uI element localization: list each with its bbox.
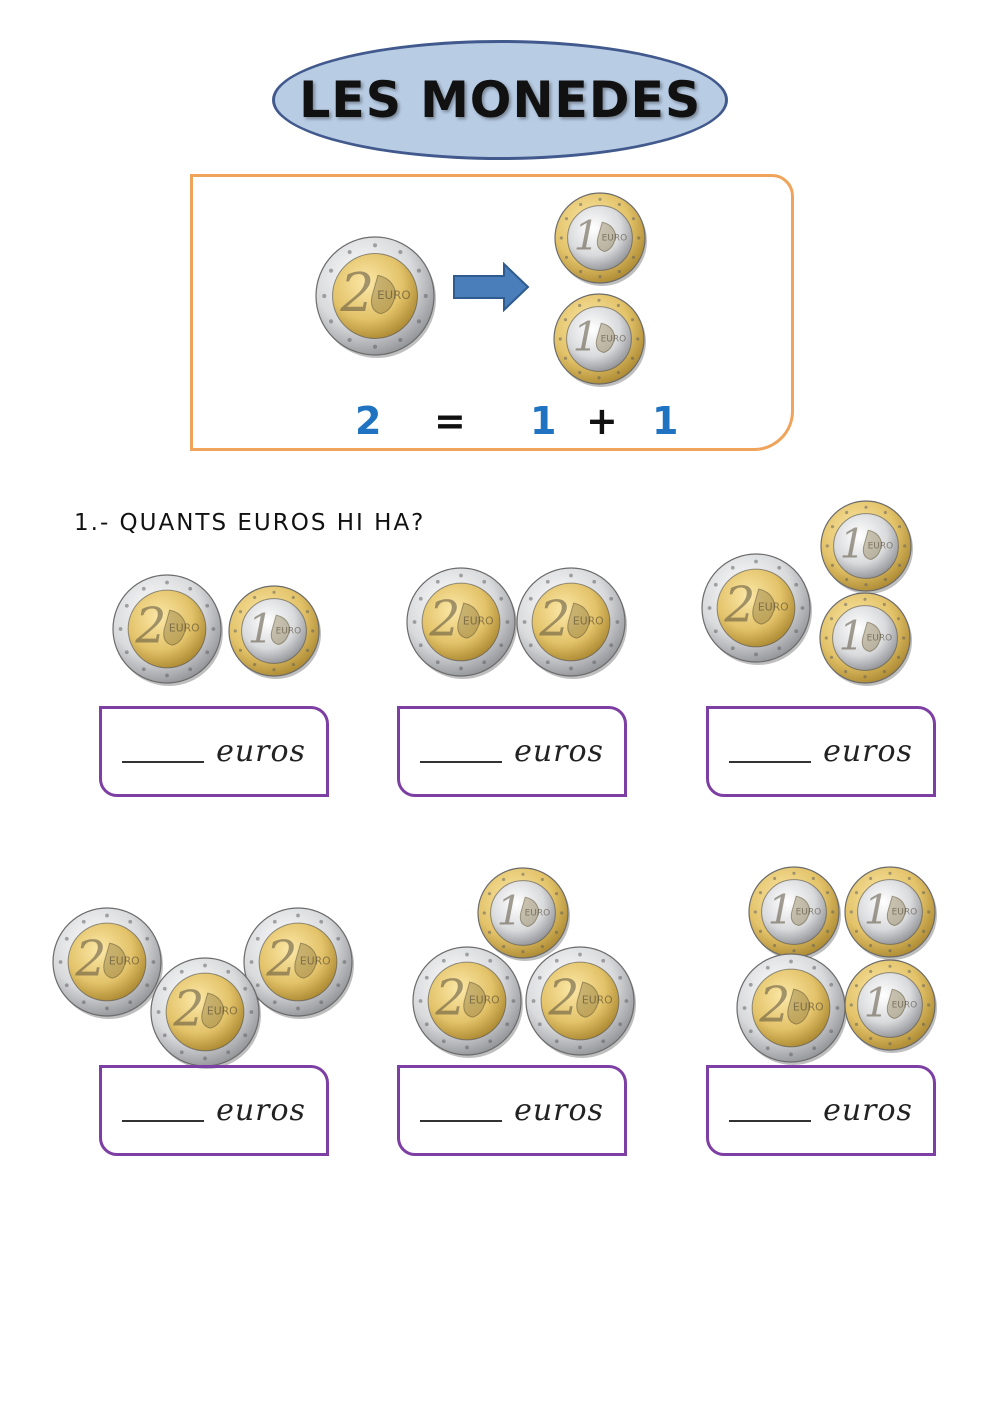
answer-unit-label: euros bbox=[216, 1093, 306, 1128]
svg-text:2: 2 bbox=[428, 592, 460, 648]
svg-text:1: 1 bbox=[768, 885, 794, 933]
answer-box-6[interactable]: euros bbox=[706, 1065, 936, 1156]
svg-text:2: 2 bbox=[538, 592, 570, 648]
svg-text:EURO: EURO bbox=[602, 233, 628, 243]
svg-text:1: 1 bbox=[839, 611, 865, 659]
svg-text:EURO: EURO bbox=[276, 626, 302, 636]
svg-text:1: 1 bbox=[864, 978, 890, 1026]
answer-unit-label: euros bbox=[216, 734, 306, 769]
arrow-right-icon bbox=[453, 262, 530, 312]
svg-text:EURO: EURO bbox=[892, 907, 918, 917]
svg-text:EURO: EURO bbox=[601, 334, 627, 344]
svg-text:EURO: EURO bbox=[463, 615, 494, 628]
example-box bbox=[190, 174, 794, 451]
svg-text:1: 1 bbox=[840, 519, 866, 567]
answer-blank[interactable] bbox=[420, 760, 503, 763]
svg-text:EURO: EURO bbox=[525, 908, 551, 918]
svg-text:EURO: EURO bbox=[582, 994, 613, 1007]
svg-text:EURO: EURO bbox=[169, 622, 200, 635]
svg-text:EURO: EURO bbox=[793, 1001, 824, 1014]
answer-unit-label: euros bbox=[514, 1093, 604, 1128]
svg-text:1: 1 bbox=[573, 312, 599, 360]
answer-box-2[interactable]: euros bbox=[397, 706, 627, 797]
svg-text:EURO: EURO bbox=[300, 955, 331, 968]
svg-text:2: 2 bbox=[74, 932, 106, 988]
equation-addend-1: 1 bbox=[530, 399, 557, 443]
answer-box-5[interactable]: euros bbox=[397, 1065, 627, 1156]
svg-text:2: 2 bbox=[434, 971, 466, 1027]
svg-text:1: 1 bbox=[248, 604, 274, 652]
svg-text:2: 2 bbox=[172, 982, 204, 1038]
svg-text:EURO: EURO bbox=[758, 601, 789, 614]
answer-box-1[interactable]: euros bbox=[99, 706, 329, 797]
answer-box-4[interactable]: euros bbox=[99, 1065, 329, 1156]
svg-text:2: 2 bbox=[265, 932, 297, 988]
svg-text:2: 2 bbox=[339, 262, 374, 324]
svg-text:EURO: EURO bbox=[573, 615, 604, 628]
exercise-heading: 1.- QUANTS EUROS HI HA? bbox=[74, 510, 426, 536]
svg-text:EURO: EURO bbox=[469, 994, 500, 1007]
answer-unit-label: euros bbox=[823, 734, 913, 769]
title-banner: LES MONEDES bbox=[272, 40, 728, 160]
answer-blank[interactable] bbox=[729, 760, 812, 763]
svg-text:EURO: EURO bbox=[796, 907, 822, 917]
svg-text:2: 2 bbox=[723, 578, 755, 634]
answer-blank[interactable] bbox=[729, 1119, 812, 1122]
svg-text:1: 1 bbox=[497, 886, 523, 934]
answer-blank[interactable] bbox=[122, 760, 205, 763]
answer-unit-label: euros bbox=[823, 1093, 913, 1128]
svg-text:2: 2 bbox=[547, 971, 579, 1027]
answer-blank[interactable] bbox=[420, 1119, 503, 1122]
equation-plus: + bbox=[586, 399, 618, 443]
svg-text:1: 1 bbox=[864, 885, 890, 933]
svg-text:EURO: EURO bbox=[377, 288, 411, 302]
svg-text:EURO: EURO bbox=[207, 1005, 238, 1018]
svg-text:1: 1 bbox=[574, 211, 600, 259]
answer-unit-label: euros bbox=[514, 734, 604, 769]
svg-text:EURO: EURO bbox=[867, 633, 893, 643]
answer-box-3[interactable]: euros bbox=[706, 706, 936, 797]
svg-text:2: 2 bbox=[134, 599, 166, 655]
page-title: LES MONEDES bbox=[298, 71, 702, 129]
equation-equals: = bbox=[434, 399, 466, 443]
equation-addend-2: 1 bbox=[652, 399, 679, 443]
svg-text:EURO: EURO bbox=[109, 955, 140, 968]
svg-text:EURO: EURO bbox=[868, 541, 894, 551]
answer-blank[interactable] bbox=[122, 1119, 205, 1122]
equation-total: 2 bbox=[355, 399, 382, 443]
svg-text:2: 2 bbox=[758, 978, 790, 1034]
svg-text:EURO: EURO bbox=[892, 1000, 918, 1010]
